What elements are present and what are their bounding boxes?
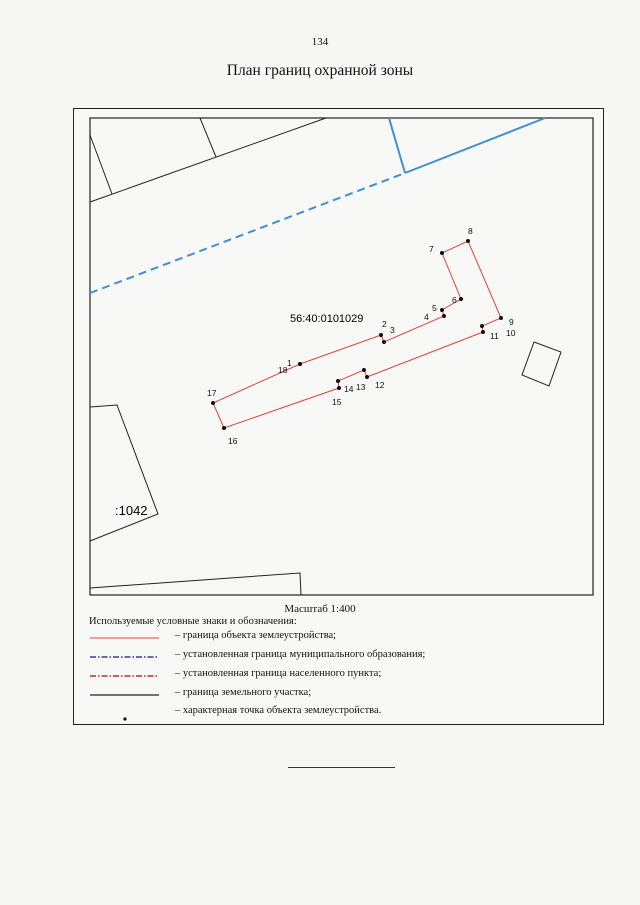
point-label-5: 5 (432, 303, 437, 313)
point-marker-18 (298, 362, 302, 366)
scale-text: Масштаб 1:400 (284, 603, 356, 615)
legend-item-settlement: – установленная граница населенного пунк… (89, 668, 589, 682)
point-marker-16 (222, 426, 226, 430)
parcel-line-1042 (89, 404, 159, 542)
point-marker-5 (440, 308, 444, 312)
point-label-18: 18 (278, 365, 288, 375)
point-label-8: 8 (468, 226, 473, 236)
building-outline (521, 341, 562, 387)
parcel-line-2 (89, 134, 113, 195)
legend-item-parcel: – граница земельного участка; (89, 687, 589, 701)
legend-settlement-text: – установленная граница населенного пунк… (175, 668, 382, 679)
point-marker-7 (440, 251, 444, 255)
point-label-15: 15 (332, 397, 342, 407)
parcel-number-label: :1042 (115, 503, 148, 518)
point-label-10: 10 (506, 328, 516, 338)
characteristic-points (211, 239, 503, 430)
point-marker-12 (365, 375, 369, 379)
legend-item-object: – граница объекта землеустройства; (89, 630, 589, 644)
point-marker-14 (336, 379, 340, 383)
legend-point-dot (123, 717, 127, 721)
legend-object-text: – граница объекта землеустройства; (175, 630, 337, 641)
point-label-2: 2 (382, 319, 387, 329)
point-marker-15 (337, 386, 341, 390)
point-marker-2 (379, 333, 383, 337)
point-label-6: 6 (452, 295, 457, 305)
point-marker-4 (442, 314, 446, 318)
map-inner-frame (89, 117, 594, 596)
cadastral-block-label: 56:40:0101029 (290, 313, 363, 325)
point-label-3: 3 (390, 325, 395, 335)
legend-title: Используемые условные знаки и обозначени… (89, 616, 297, 627)
point-marker-10 (480, 324, 484, 328)
point-label-7: 7 (429, 244, 434, 254)
parcel-line-bottom (89, 572, 302, 596)
object-boundary (212, 240, 502, 429)
parcel-line-1 (89, 117, 327, 203)
point-marker-8 (466, 239, 470, 243)
signature-line (288, 767, 395, 768)
point-label-17: 17 (207, 388, 217, 398)
point-label-9: 9 (509, 317, 514, 327)
point-marker-17 (211, 401, 215, 405)
point-marker-6 (459, 297, 463, 301)
legend-point-text: – характерная точка объекта землеустройс… (175, 705, 382, 716)
municipal-boundary-solid-2 (388, 117, 406, 174)
municipal-boundary-dashed (89, 172, 406, 294)
point-marker-11 (481, 330, 485, 334)
point-marker-9 (499, 316, 503, 320)
point-label-1: 1 (287, 358, 292, 368)
page-number: 134 (311, 36, 329, 48)
parcel-line-3 (199, 117, 217, 158)
point-marker-3 (382, 340, 386, 344)
point-label-12: 12 (375, 380, 385, 390)
point-marker-13 (362, 368, 366, 372)
legend-municipal-text: – установленная граница муниципального о… (175, 649, 426, 660)
legend-parcel-text: – граница земельного участка; (175, 687, 312, 698)
point-label-14: 14 (344, 384, 354, 394)
legend-item-point: – характерная точка объекта землеустройс… (89, 705, 589, 721)
municipal-boundary-solid-1 (404, 117, 546, 174)
point-label-16: 16 (228, 436, 238, 446)
municipal-boundary (89, 117, 546, 294)
point-label-4: 4 (424, 312, 429, 322)
parcel-boundaries (89, 117, 562, 596)
legend-item-municipal: – установленная граница муниципального о… (89, 649, 589, 663)
map-frame (73, 108, 604, 725)
point-label-13: 13 (356, 382, 366, 392)
point-label-11: 11 (490, 331, 499, 341)
page-title: План границ охранной зоны (226, 62, 414, 79)
